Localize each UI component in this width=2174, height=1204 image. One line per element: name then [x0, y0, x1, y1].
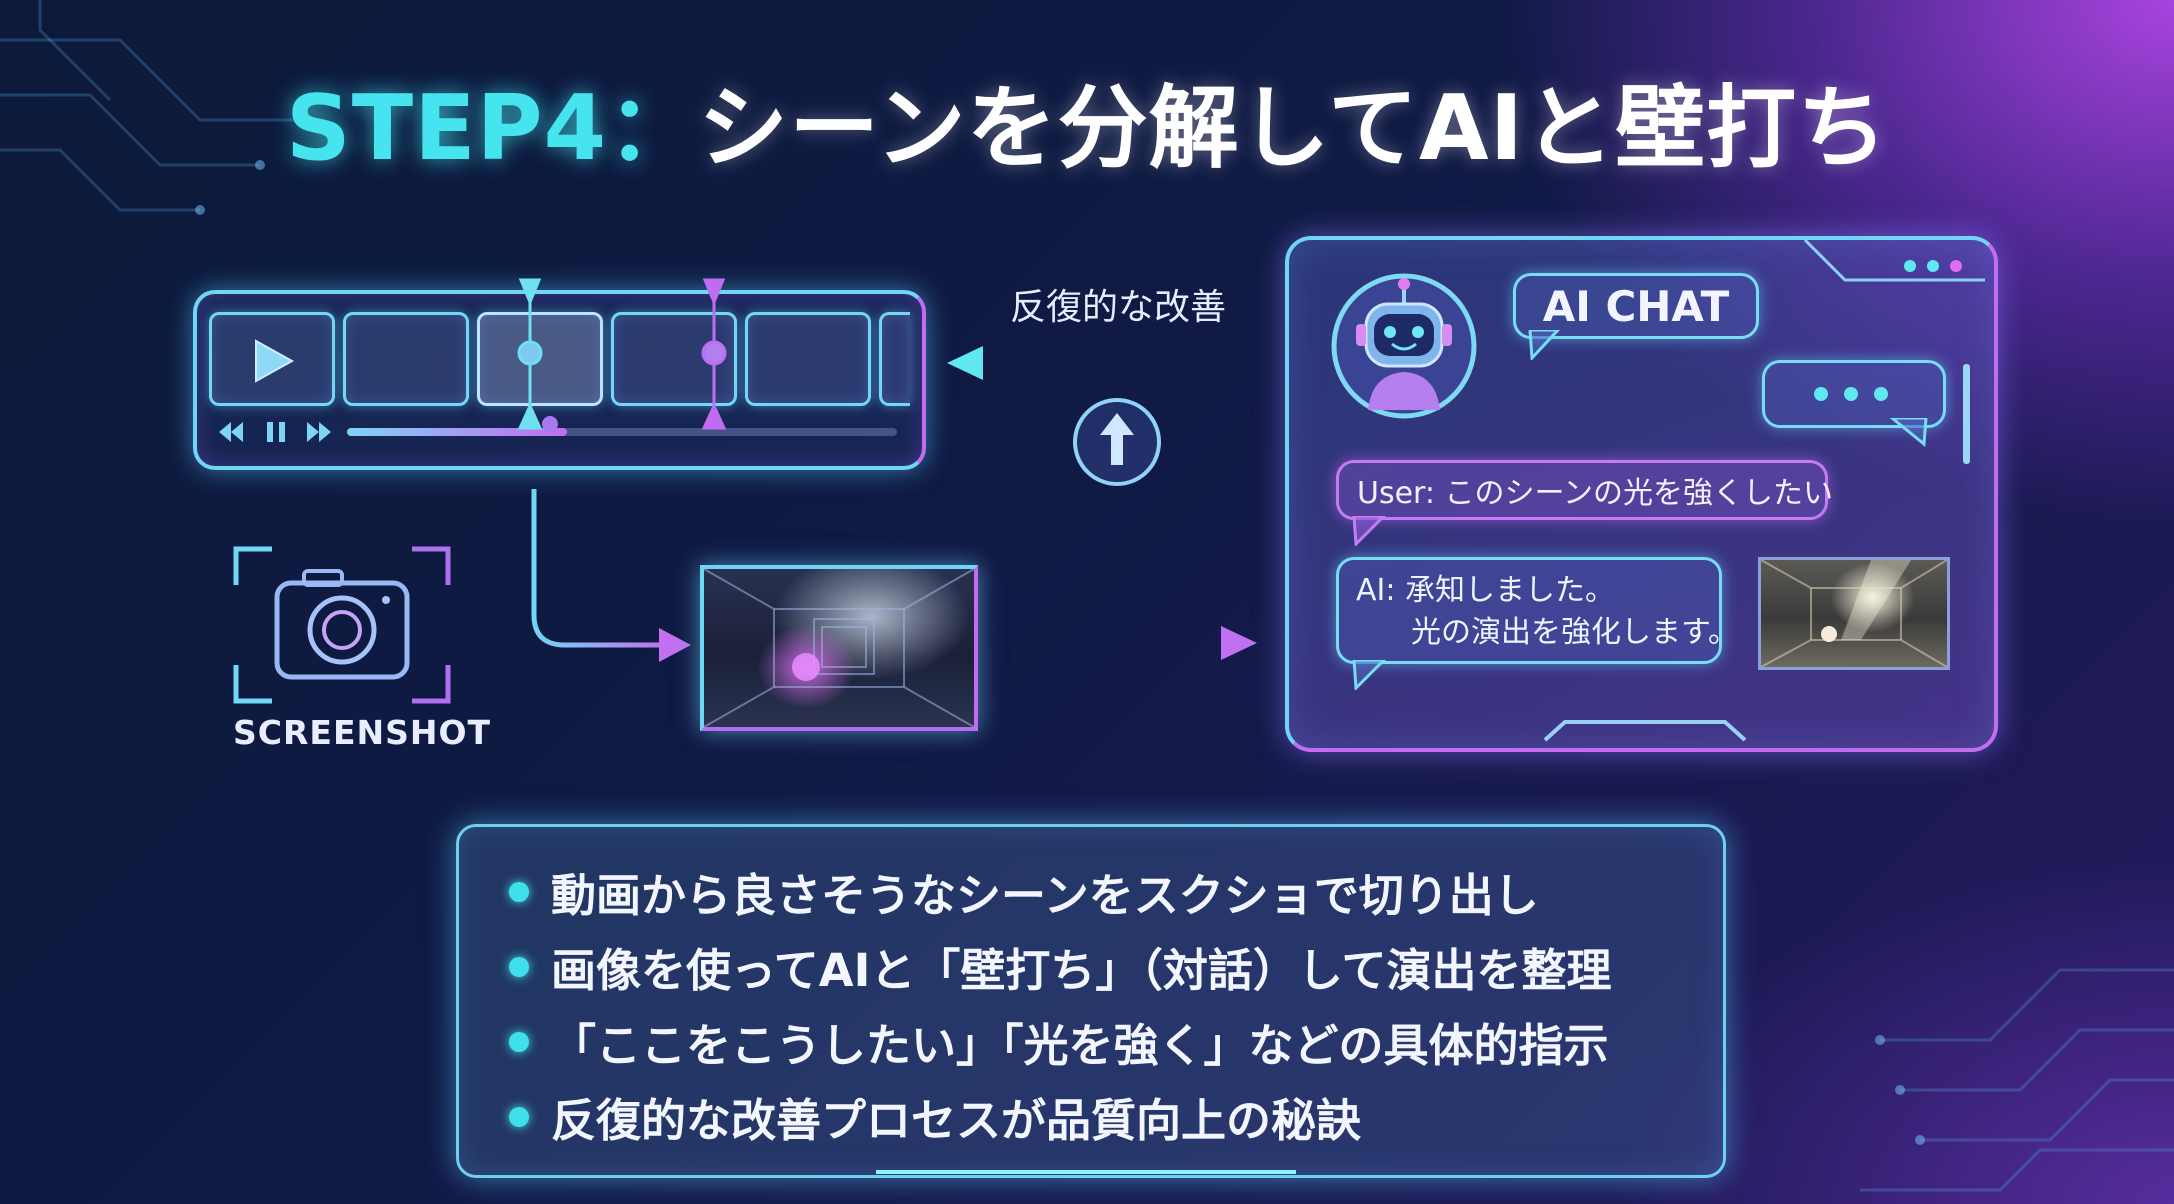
- flow-arrow-down: [531, 489, 691, 662]
- screenshot-label: SCREENSHOT: [233, 713, 492, 752]
- bullet-text: 反復的な改善プロセスが品質向上の秘訣: [551, 1094, 1362, 1147]
- user-message-bubble: User: このシーンの光を強くしたい: [1336, 460, 1833, 520]
- scene-room-illustration: [704, 569, 974, 727]
- timeline-frame-play[interactable]: [209, 312, 335, 406]
- ai-message-line2: 光の演出を強化します。: [1411, 615, 1738, 650]
- bubble-tail: [1528, 330, 1561, 360]
- bullet-dot: [509, 1106, 529, 1127]
- panel-glow-line: [876, 1170, 1296, 1174]
- chat-image-thumbnail: [1758, 557, 1950, 670]
- bullet-dot: [509, 956, 529, 977]
- video-timeline: [193, 290, 926, 470]
- progress-track[interactable]: [347, 428, 897, 436]
- typing-indicator: [1762, 360, 1946, 428]
- robot-icon: [1331, 273, 1477, 419]
- timeline-frame[interactable]: [611, 312, 737, 406]
- bullet-item: 反復的な改善プロセスが品質向上の秘訣: [509, 1084, 1361, 1149]
- page-title: STEP4：シーンを分解してAIと壁打ち: [0, 55, 2174, 185]
- bullet-text: 動画から良さそうなシーンをスクショで切り出し: [551, 869, 1539, 922]
- bullet-dot: [509, 1031, 529, 1052]
- timeline-frame[interactable]: [343, 312, 469, 406]
- iteration-label: 反復的な改善: [1010, 287, 1227, 328]
- camera-icon: [233, 546, 451, 704]
- playback-controls[interactable]: [211, 414, 351, 450]
- screenshot-preview-image: [700, 565, 978, 731]
- bullet-item: 動画から良さそうなシーンをスクショで切り出し: [509, 859, 1539, 924]
- title-step: STEP4：: [285, 76, 699, 181]
- bubble-tail: [1352, 660, 1387, 690]
- bullet-text: 「ここをこうしたい」「光を強く」などの具体的指示: [551, 1019, 1609, 1072]
- scene-markers[interactable]: [510, 276, 740, 436]
- play-icon[interactable]: [248, 337, 296, 385]
- progress-fill: [347, 428, 567, 436]
- lit-room-illustration: [1760, 559, 1948, 668]
- timeline-frame-partial: [879, 312, 910, 406]
- bubble-tail: [1352, 516, 1387, 546]
- summary-panel: 動画から良さそうなシーンをスクショで切り出し 画像を使ってAIと「壁打ち」（対話…: [456, 824, 1726, 1178]
- ai-chat-header: AI CHAT: [1513, 273, 1759, 339]
- bubble-tail: [1890, 418, 1928, 447]
- typing-dots-icon: [1814, 387, 1888, 401]
- chat-window-decor: [1543, 238, 1985, 742]
- flow-arrow-right: [997, 626, 1257, 660]
- bullet-item: 画像を使ってAIと「壁打ち」（対話）して演出を整理: [509, 934, 1611, 999]
- bullet-text: 画像を使ってAIと「壁打ち」（対話）して演出を整理: [551, 944, 1612, 997]
- title-main: シーンを分解してAIと壁打ち: [698, 76, 1889, 181]
- ai-message-bubble: AI: 承知しました。 光の演出を強化します。: [1336, 557, 1738, 664]
- bullet-item: 「ここをこうしたい」「光を強く」などの具体的指示: [509, 1009, 1609, 1074]
- ai-message-line1: AI: 承知しました。: [1356, 573, 1616, 608]
- iteration-arrow: [947, 346, 1257, 380]
- timeline-frame[interactable]: [745, 312, 871, 406]
- upload-arrow-icon[interactable]: [1070, 395, 1164, 489]
- bullet-dot: [509, 881, 529, 902]
